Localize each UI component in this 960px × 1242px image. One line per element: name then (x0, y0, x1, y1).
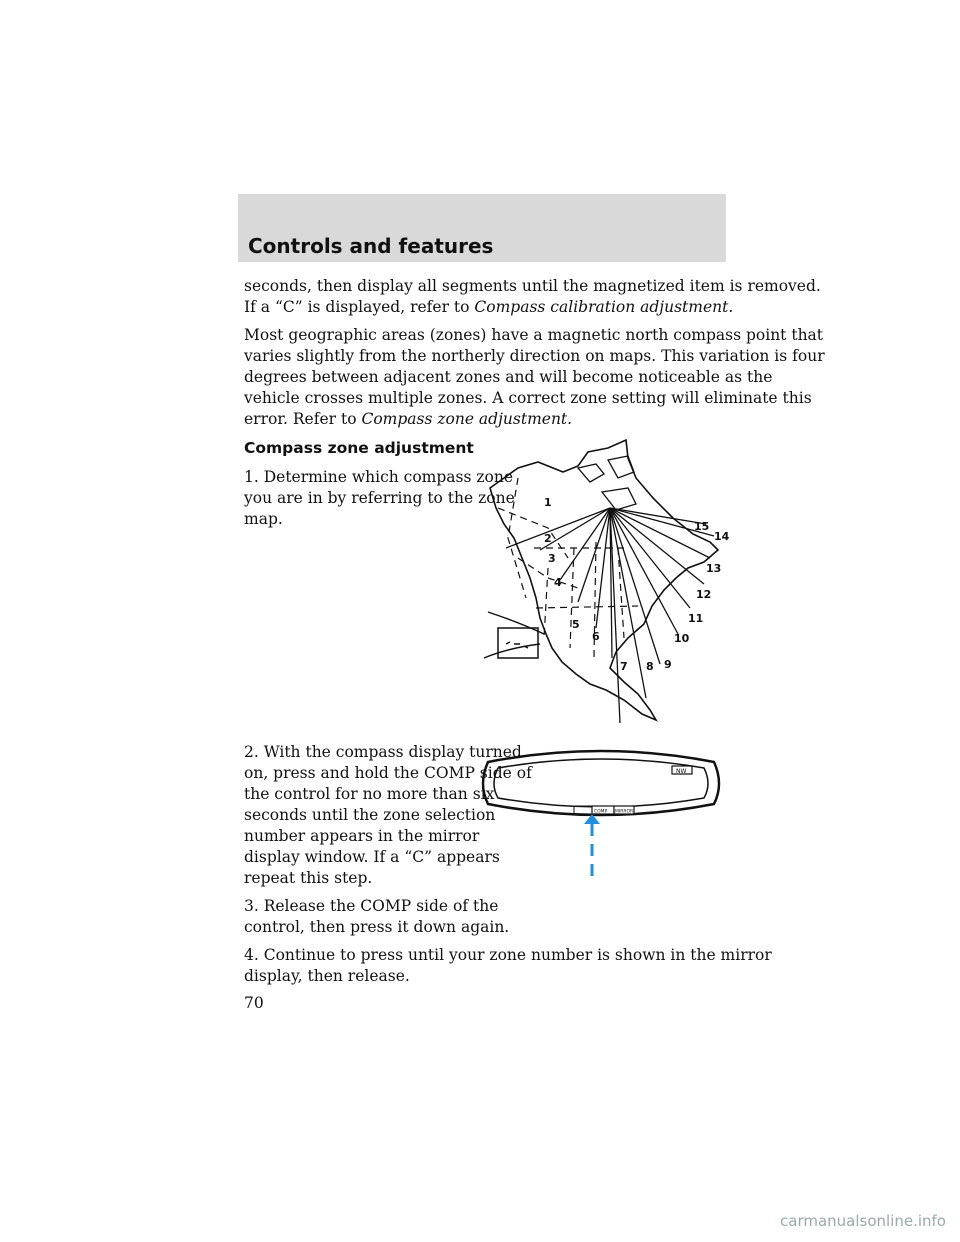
compass-zone-map: 1 2 3 4 5 6 7 8 9 10 11 12 13 14 15 (483, 438, 730, 724)
mirror-button[interactable] (613, 805, 635, 815)
arrow-up-icon (584, 814, 600, 824)
zone-label-13: 13 (706, 562, 721, 575)
step-2-line-2: on, press and hold the COMP side of (244, 764, 532, 782)
step-2-line-3: the control for no more than six (244, 785, 495, 803)
zone-label-6: 6 (592, 630, 600, 643)
intro-line-1: seconds, then display all segments until… (244, 277, 821, 295)
zone-label-9: 9 (664, 658, 672, 671)
zone-adjustment-reference: Compass zone adjustment. (361, 410, 573, 428)
mirror-display-text: NW (676, 768, 686, 775)
zones-line-5-text: error. Refer to (244, 410, 362, 428)
footer-watermark: carmanualsonline.info (780, 1212, 946, 1230)
step-2-line-1: 2. With the compass display turned (244, 743, 522, 761)
section-heading: Compass zone adjustment (244, 439, 474, 457)
zone-label-11: 11 (688, 612, 703, 625)
zones-line-5: error. Refer to Compass zone adjustment. (244, 409, 572, 430)
zone-label-2: 2 (544, 532, 552, 545)
zones-line-2: varies slightly from the northerly direc… (244, 347, 825, 365)
step-3-line-1: 3. Release the COMP side of the (244, 897, 499, 915)
step-4-line-2: display, then release. (244, 967, 410, 985)
zone-label-7: 7 (620, 660, 628, 673)
step-2-line-6: display window. If a “C” appears (244, 848, 500, 866)
header-band: Controls and features (238, 194, 726, 262)
comp-button-label: COMP (594, 809, 608, 815)
rearview-mirror-illustration: NW COMP MIRROR (481, 749, 721, 880)
step-1-line-2: you are in by referring to the zone (244, 489, 515, 507)
page-number: 70 (244, 994, 264, 1012)
zones-line-4: vehicle crosses multiple zones. A correc… (244, 389, 812, 407)
zone-label-1: 1 (544, 496, 552, 509)
zone-label-14: 14 (714, 530, 730, 543)
step-2-line-7: repeat this step. (244, 869, 373, 887)
step-4-line-1: 4. Continue to press until your zone num… (244, 946, 772, 964)
mirror-display-window (671, 765, 693, 775)
zone-label-10: 10 (674, 632, 690, 645)
zone-label-3: 3 (548, 552, 556, 565)
step-2-line-5: number appears in the mirror (244, 827, 480, 845)
intro-line-2: If a “C” is displayed, refer to Compass … (244, 297, 733, 318)
zone-label-15: 15 (694, 520, 709, 533)
zones-line-3: degrees between adjacent zones and will … (244, 368, 773, 386)
step-3-line-2: control, then press it down again. (244, 918, 510, 936)
zone-label-8: 8 (646, 660, 654, 673)
step-1-line-3: map. (244, 510, 283, 528)
calibration-reference: Compass calibration adjustment. (474, 298, 734, 316)
step-1-line-1: 1. Determine which compass zone (244, 468, 514, 486)
zone-label-5: 5 (572, 618, 580, 631)
mirror-button-label: MIRROR (615, 809, 633, 815)
step-2-line-4: seconds until the zone selection (244, 806, 496, 824)
zone-label-4: 4 (554, 576, 562, 589)
intro-line-2-text: If a “C” is displayed, refer to (244, 298, 470, 316)
zone-label-12: 12 (696, 588, 711, 601)
zones-line-1: Most geographic areas (zones) have a mag… (244, 326, 824, 344)
page-title: Controls and features (248, 234, 494, 258)
